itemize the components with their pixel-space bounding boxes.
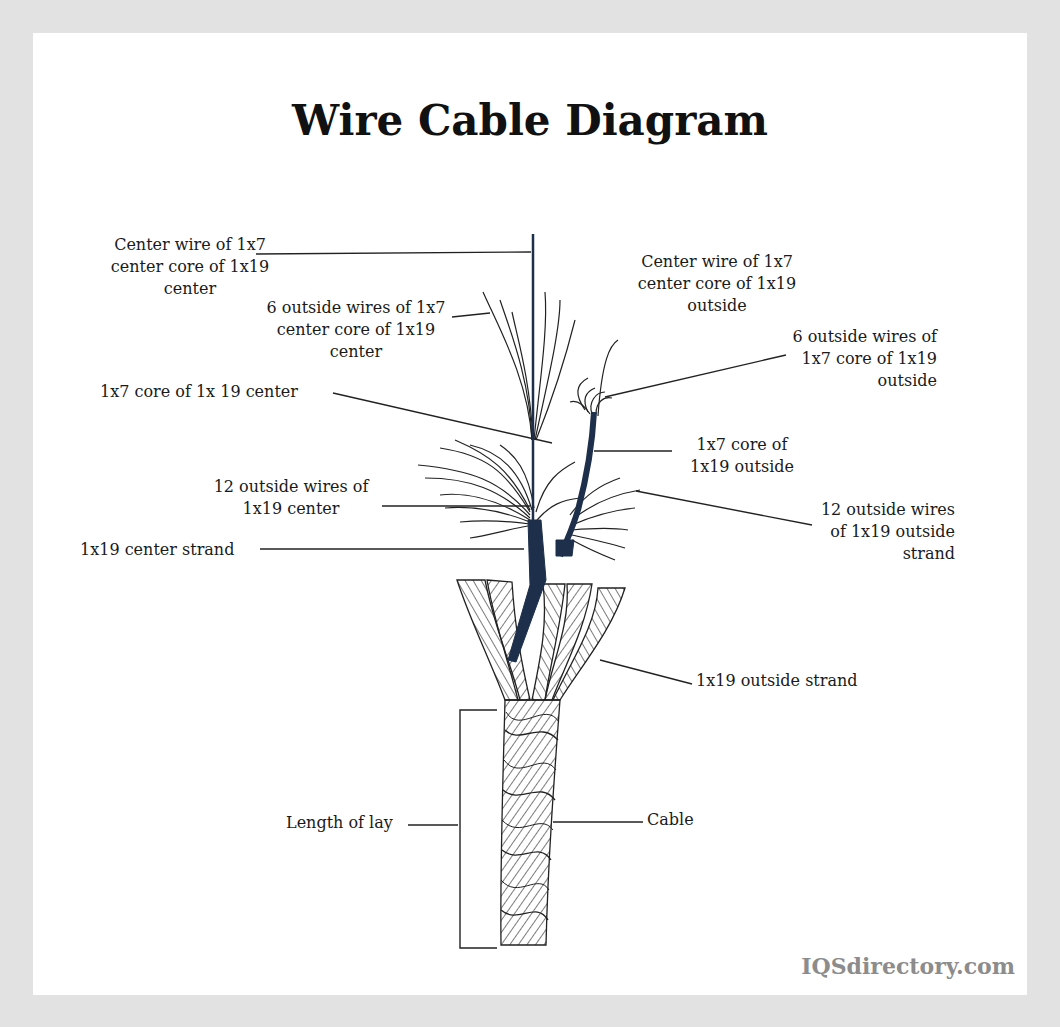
callout-label: 6 outside wires of 1x7 center core of 1x…: [262, 297, 450, 363]
callout-label: Cable: [647, 809, 717, 831]
callout-label: 1x19 outside strand: [696, 670, 896, 692]
callout-label: 12 outside wires of 1x19 center: [205, 476, 377, 520]
callout-label: Center wire of 1x7 center core of 1x19 o…: [637, 251, 797, 317]
callout-label: Center wire of 1x7 center core of 1x19 c…: [110, 234, 270, 300]
center-core-wires: [483, 292, 575, 440]
cable-body: [501, 700, 560, 945]
callout-label: 1x7 core of 1x 19 center: [100, 381, 332, 403]
watermark: IQSdirectory.com: [770, 955, 1015, 977]
dimension-label: Length of lay: [286, 812, 404, 834]
callout-label: 1x7 core of 1x19 outside: [675, 434, 809, 478]
strand-fan: [457, 580, 625, 700]
outside-strand-wires: [570, 340, 640, 560]
highlighted-cores: [508, 234, 594, 662]
callout-label: 6 outside wires of 1x7 core of 1x19 outs…: [785, 326, 937, 392]
center-strand-wires: [418, 440, 580, 538]
diagram-title: Wire Cable Diagram: [0, 96, 1060, 145]
callout-label: 1x19 center strand: [80, 539, 258, 561]
callout-label: 12 outside wires of 1x19 outside strand: [815, 499, 955, 565]
